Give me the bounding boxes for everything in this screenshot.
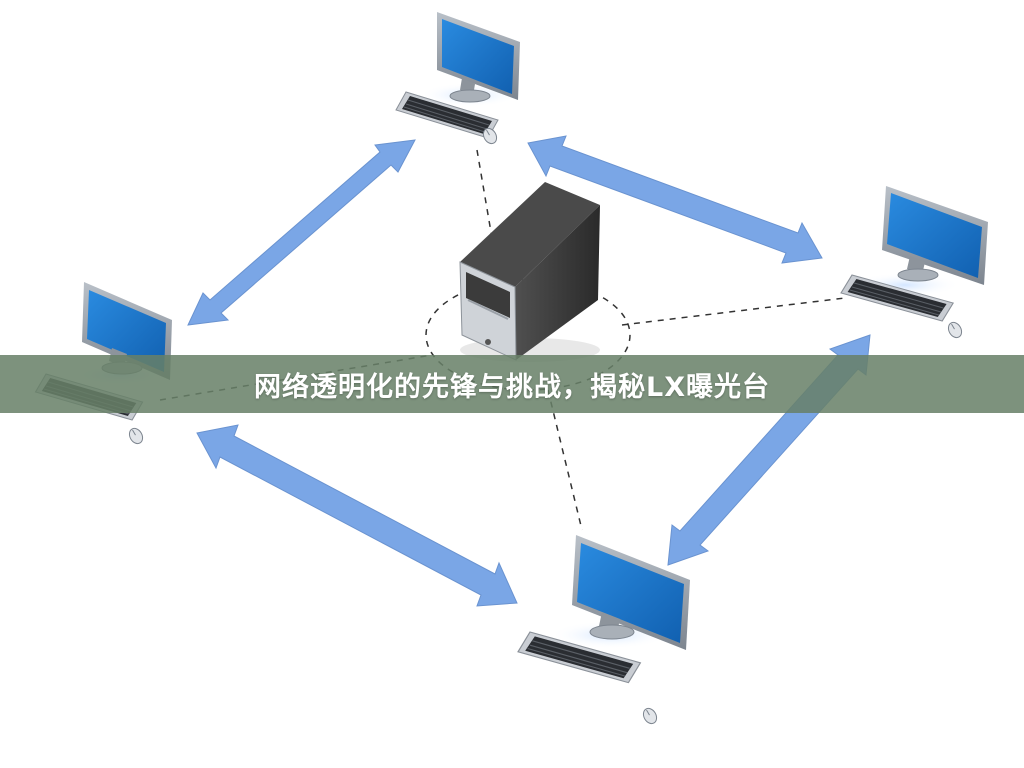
computer-right (840, 186, 988, 341)
arrow-top-right (527, 135, 823, 264)
computer-top (395, 12, 520, 147)
arrow-bottom-left (196, 424, 518, 607)
server-tower (459, 182, 600, 362)
title-banner: 网络透明化的先锋与挑战，揭秘LX曝光台 (0, 355, 1024, 413)
computer-bottom (517, 535, 690, 727)
banner-title: 网络透明化的先锋与挑战，揭秘LX曝光台 (253, 371, 771, 403)
arrow-top-left (187, 139, 416, 326)
